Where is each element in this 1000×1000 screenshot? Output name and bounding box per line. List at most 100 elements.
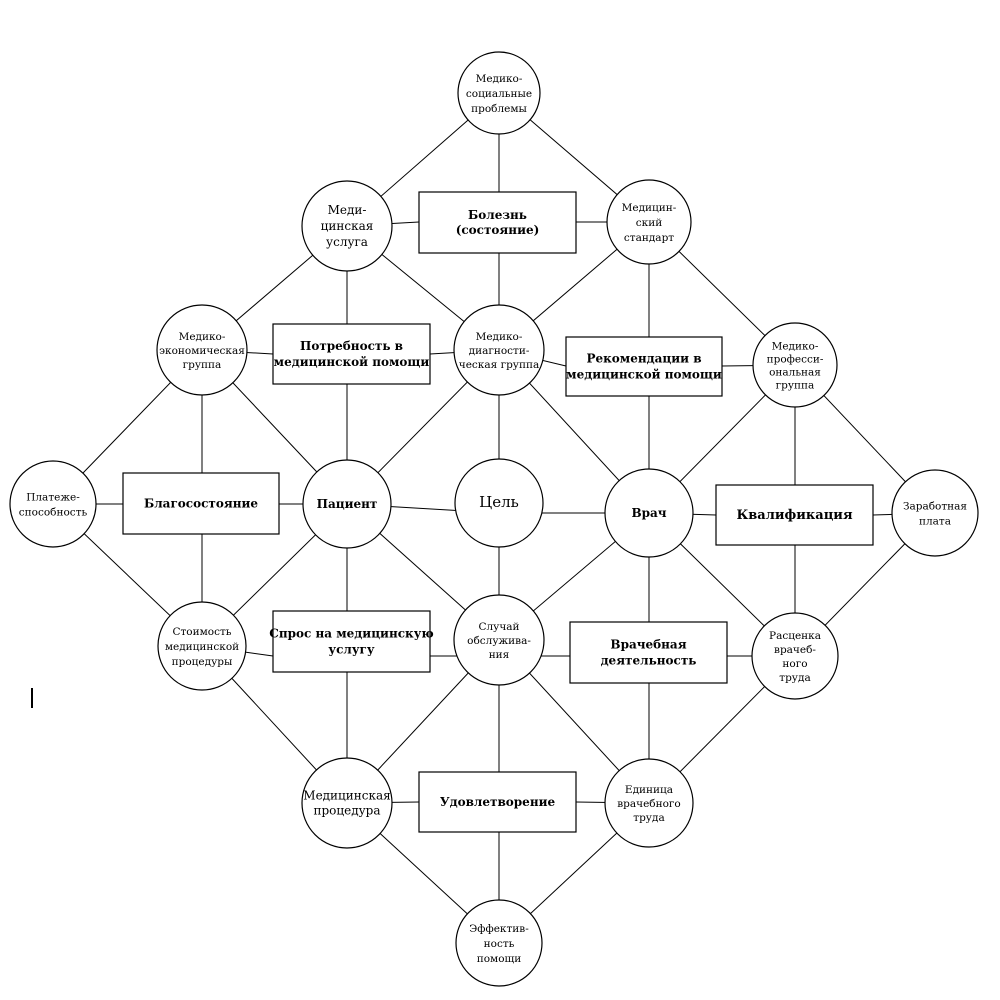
node-salary: Заработная плата: [891, 469, 979, 557]
node-label: Заработная: [903, 501, 967, 513]
node-label: Медико-: [476, 331, 523, 343]
node-label: ческая группа: [459, 359, 539, 371]
node-label: врачебного: [617, 798, 681, 810]
circle-shape: [455, 899, 543, 987]
node-proc-cost: Стоимость медицинской процедуры: [157, 601, 247, 691]
node-qualification: Квалификация: [715, 484, 874, 546]
circle-shape: [9, 460, 97, 548]
node-solvency: Платеже-способность: [9, 460, 97, 548]
node-label: помощи: [477, 953, 522, 965]
node-label: ский: [636, 217, 662, 229]
circle-shape: [301, 757, 393, 849]
node-label: экономическая: [159, 345, 245, 357]
diagram-nodes: Медико-социальные проблемыБолезнь(состоян…: [9, 51, 979, 987]
node-label: Благосостояние: [144, 497, 258, 511]
node-label: врачеб-: [774, 644, 816, 656]
node-label: Медицин-: [622, 202, 677, 214]
node-service-case: Случай обслужива-ния: [453, 594, 545, 686]
circle-shape: [454, 458, 544, 548]
node-label: Квалификация: [736, 508, 853, 523]
circle-shape: [302, 459, 392, 549]
node-label: цинская: [321, 219, 374, 233]
text-cursor: [31, 688, 33, 708]
node-label: стандарт: [624, 232, 674, 244]
node-label: ния: [489, 649, 510, 661]
circle-shape: [604, 758, 694, 848]
node-label: процедуры: [172, 656, 233, 668]
node-satisfaction: Удовлетворение: [418, 771, 577, 833]
box-shape: [565, 336, 723, 397]
node-label: услуга: [326, 235, 368, 249]
box-shape: [569, 621, 728, 684]
node-label: Пациент: [317, 497, 378, 511]
node-label: медицинской помощи: [274, 355, 430, 369]
box-shape: [418, 771, 577, 833]
node-label: Стоимость: [172, 626, 231, 638]
node-disease: Болезнь(состояние): [418, 191, 577, 254]
circle-shape: [453, 304, 545, 396]
node-label: диагности-: [469, 345, 530, 357]
node-label: Врач: [631, 506, 666, 520]
node-label: медицинской: [165, 641, 239, 653]
node-label: социальные: [466, 88, 532, 100]
node-med-diag-group: Медико-диагности-ческая группа: [453, 304, 545, 396]
node-label: Случай: [478, 621, 519, 633]
node-label: Расценка: [769, 630, 821, 642]
node-label: процедура: [313, 804, 380, 818]
node-label: услугу: [328, 643, 374, 657]
node-label: ного: [782, 658, 807, 670]
node-label: Рекомендации в: [586, 352, 701, 366]
node-demand: Спрос на медицинскую услугу: [269, 610, 434, 673]
node-label: Врачебная: [610, 638, 686, 652]
node-label: группа: [183, 359, 222, 371]
node-med-standard: Медицин-ский стандарт: [606, 179, 692, 265]
node-label: способность: [19, 507, 88, 519]
circle-shape: [891, 469, 979, 557]
node-label: группа: [776, 380, 815, 392]
box-shape: [418, 191, 577, 254]
node-labor-unit: Единица врачебного труда: [604, 758, 694, 848]
box-shape: [272, 610, 431, 673]
box-shape: [122, 472, 280, 535]
node-label: проблемы: [471, 103, 527, 115]
node-label: Платеже-: [26, 492, 80, 504]
node-label: Болезнь: [468, 208, 527, 222]
circle-shape: [457, 51, 541, 135]
circle-shape: [752, 322, 838, 408]
node-med-social-problems: Медико-социальные проблемы: [457, 51, 541, 135]
node-label: Потребность в: [300, 339, 403, 353]
node-label: труда: [633, 812, 664, 824]
node-label: ональная: [769, 367, 821, 379]
node-doctor: Врач: [604, 468, 694, 558]
node-label: деятельность: [601, 654, 697, 668]
circle-shape: [751, 612, 839, 700]
node-need-med-help: Потребность в медицинской помощи: [272, 323, 431, 385]
node-wellbeing: Благосостояние: [122, 472, 280, 535]
node-label: Удовлетворение: [440, 795, 556, 809]
node-label: Спрос на медицинскую: [269, 627, 433, 641]
node-label: Медико-: [476, 73, 523, 85]
node-label: плата: [919, 516, 951, 528]
node-label: медицинской помощи: [566, 368, 722, 382]
box-shape: [272, 323, 431, 385]
node-med-econ-group: Медико-экономическая группа: [156, 304, 248, 396]
circle-shape: [156, 304, 248, 396]
circle-shape: [606, 179, 692, 265]
node-label: Медико-: [772, 341, 819, 353]
node-label: (состояние): [456, 223, 540, 237]
node-patient: Пациент: [302, 459, 392, 549]
node-label: обслужива-: [467, 635, 531, 647]
node-label: Единица: [625, 784, 673, 796]
node-recommendations: Рекомендации в медицинской помощи: [565, 336, 723, 397]
circle-shape: [157, 601, 247, 691]
box-shape: [715, 484, 874, 546]
node-doctor-activity: Врачебная деятельность: [569, 621, 728, 684]
node-goal: Цель: [454, 458, 544, 548]
node-label: Медико-: [179, 331, 226, 343]
circle-shape: [604, 468, 694, 558]
